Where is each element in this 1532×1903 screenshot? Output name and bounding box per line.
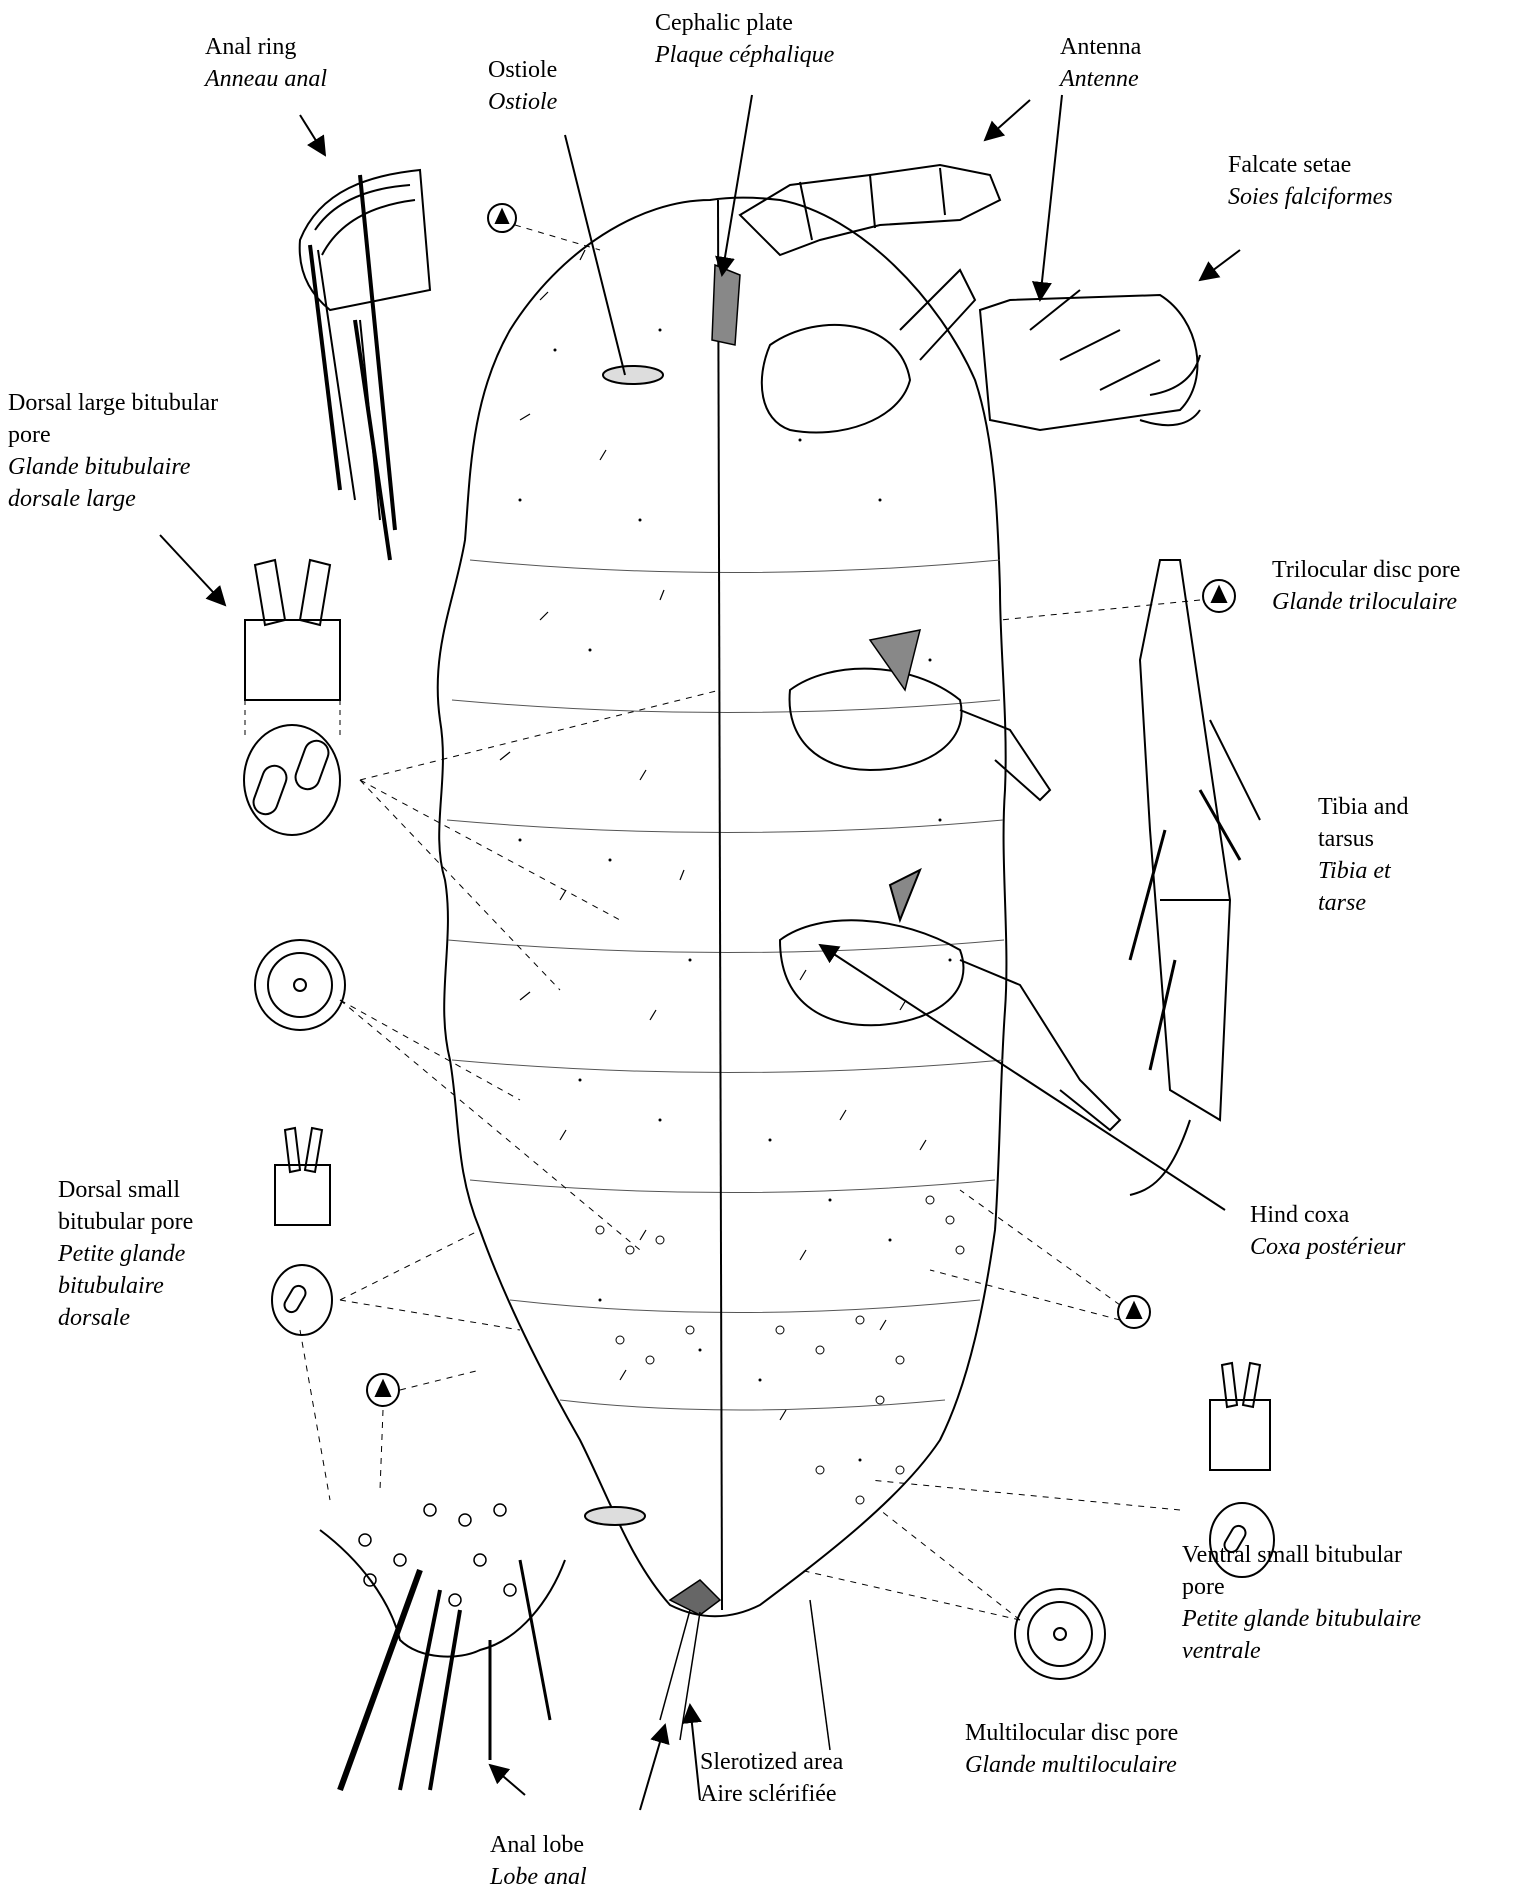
antenna-tip-detail	[980, 290, 1200, 430]
label-trilocular-fr: Glande triloculaire	[1272, 587, 1460, 619]
label-dorsal-large-bitubular-fr2: dorsale large	[8, 484, 218, 516]
anal-lobe-setae	[660, 1600, 830, 1750]
label-anal-ring-fr: Anneau anal	[205, 64, 327, 96]
label-antenna-fr: Antenne	[1060, 64, 1141, 96]
label-hind-coxa-en: Hind coxa	[1250, 1200, 1405, 1232]
label-anal-lobe: Anal lobe Lobe anal	[490, 1830, 587, 1894]
label-slerotized-en: Slerotized area	[700, 1747, 843, 1779]
dorsal-small-bitubular-detail	[272, 1128, 332, 1335]
label-hind-coxa-fr: Coxa postérieur	[1250, 1232, 1405, 1264]
label-anal-lobe-fr: Lobe anal	[490, 1862, 587, 1894]
dorsal-large-bitubular-detail	[244, 560, 340, 835]
label-falcate-setae-fr: Soies falciformes	[1228, 182, 1393, 214]
label-ostiole: Ostiole Ostiole	[488, 55, 557, 119]
label-tibia-tarsus-en1: Tibia and	[1318, 792, 1408, 824]
ostiole-posterior	[585, 1507, 645, 1525]
label-ostiole-fr: Ostiole	[488, 87, 557, 119]
label-anal-ring: Anal ring Anneau anal	[205, 32, 327, 96]
label-cephalic-plate-en: Cephalic plate	[655, 8, 834, 40]
label-cephalic-plate-fr: Plaque céphalique	[655, 40, 834, 72]
dashed-connectors	[300, 225, 1200, 1620]
label-slerotized-fr: Aire sclérifiée	[700, 1779, 843, 1811]
label-dorsal-small-bitubular-en2: bitubular pore	[58, 1207, 193, 1239]
label-multilocular-en: Multilocular disc pore	[965, 1718, 1178, 1750]
mid-leg	[790, 669, 1050, 800]
label-multilocular-fr: Glande multiloculaire	[965, 1750, 1178, 1782]
trilocular-pores	[367, 204, 1235, 1406]
multilocular-pore-right	[1015, 1589, 1105, 1679]
label-antenna: Antenna Antenne	[1060, 32, 1141, 96]
label-ventral-small-bitubular-fr2: ventrale	[1182, 1636, 1421, 1668]
label-tibia-tarsus-fr1: Tibia et	[1318, 856, 1408, 888]
antenna	[740, 165, 1000, 255]
label-dorsal-large-bitubular-en1: Dorsal large bitubular	[8, 388, 218, 420]
body-dots	[519, 329, 952, 1462]
cephalic-plate	[712, 265, 740, 345]
tibia-tarsus-detail	[1130, 560, 1260, 1195]
label-ostiole-en: Ostiole	[488, 55, 557, 87]
label-dorsal-small-bitubular-fr2: bitubulaire	[58, 1271, 193, 1303]
label-dorsal-small-bitubular: Dorsal small bitubular pore Petite gland…	[58, 1175, 193, 1335]
front-leg	[762, 270, 975, 433]
label-tibia-tarsus-en2: tarsus	[1318, 824, 1408, 856]
label-cephalic-plate: Cephalic plate Plaque céphalique	[655, 8, 834, 72]
label-anal-lobe-en: Anal lobe	[490, 1830, 587, 1862]
anal-lobe-detail	[320, 1530, 565, 1790]
label-dorsal-large-bitubular-en2: pore	[8, 420, 218, 452]
body-midline	[718, 200, 722, 1610]
anal-lobe-sclerotized	[670, 1580, 720, 1615]
label-dorsal-large-bitubular-fr1: Glande bitubulaire	[8, 452, 218, 484]
label-ventral-small-bitubular-en2: pore	[1182, 1572, 1421, 1604]
body-pores	[596, 1196, 964, 1504]
label-ventral-small-bitubular: Ventral small bitubular pore Petite glan…	[1182, 1540, 1421, 1668]
ostiole-anterior	[603, 366, 663, 384]
label-ventral-small-bitubular-en1: Ventral small bitubular	[1182, 1540, 1421, 1572]
label-dorsal-small-bitubular-en1: Dorsal small	[58, 1175, 193, 1207]
coxa-sclerite-mid	[870, 630, 920, 690]
label-tibia-tarsus-fr2: tarse	[1318, 888, 1408, 920]
label-antenna-en: Antenna	[1060, 32, 1141, 64]
label-dorsal-small-bitubular-fr1: Petite glande	[58, 1239, 193, 1271]
label-slerotized-area: Slerotized area Aire sclérifiée	[700, 1747, 843, 1811]
multilocular-pore-left	[255, 940, 345, 1030]
label-ventral-small-bitubular-fr1: Petite glande bitubulaire	[1182, 1604, 1421, 1636]
hind-leg	[780, 870, 1120, 1130]
segment-lines	[447, 560, 1004, 1410]
label-trilocular-disc-pore: Trilocular disc pore Glande triloculaire	[1272, 555, 1460, 619]
anal-ring-detail	[300, 170, 430, 560]
label-dorsal-large-bitubular: Dorsal large bitubular pore Glande bitub…	[8, 388, 218, 516]
label-falcate-setae-en: Falcate setae	[1228, 150, 1393, 182]
label-falcate-setae: Falcate setae Soies falciformes	[1228, 150, 1393, 214]
label-multilocular-disc-pore: Multilocular disc pore Glande multilocul…	[965, 1718, 1178, 1782]
label-trilocular-en: Trilocular disc pore	[1272, 555, 1460, 587]
label-anal-ring-en: Anal ring	[205, 32, 327, 64]
anal-lobe-detail-pores	[359, 1504, 516, 1606]
label-tibia-tarsus: Tibia and tarsus Tibia et tarse	[1318, 792, 1408, 920]
label-dorsal-small-bitubular-fr3: dorsale	[58, 1303, 193, 1335]
label-hind-coxa: Hind coxa Coxa postérieur	[1250, 1200, 1405, 1264]
